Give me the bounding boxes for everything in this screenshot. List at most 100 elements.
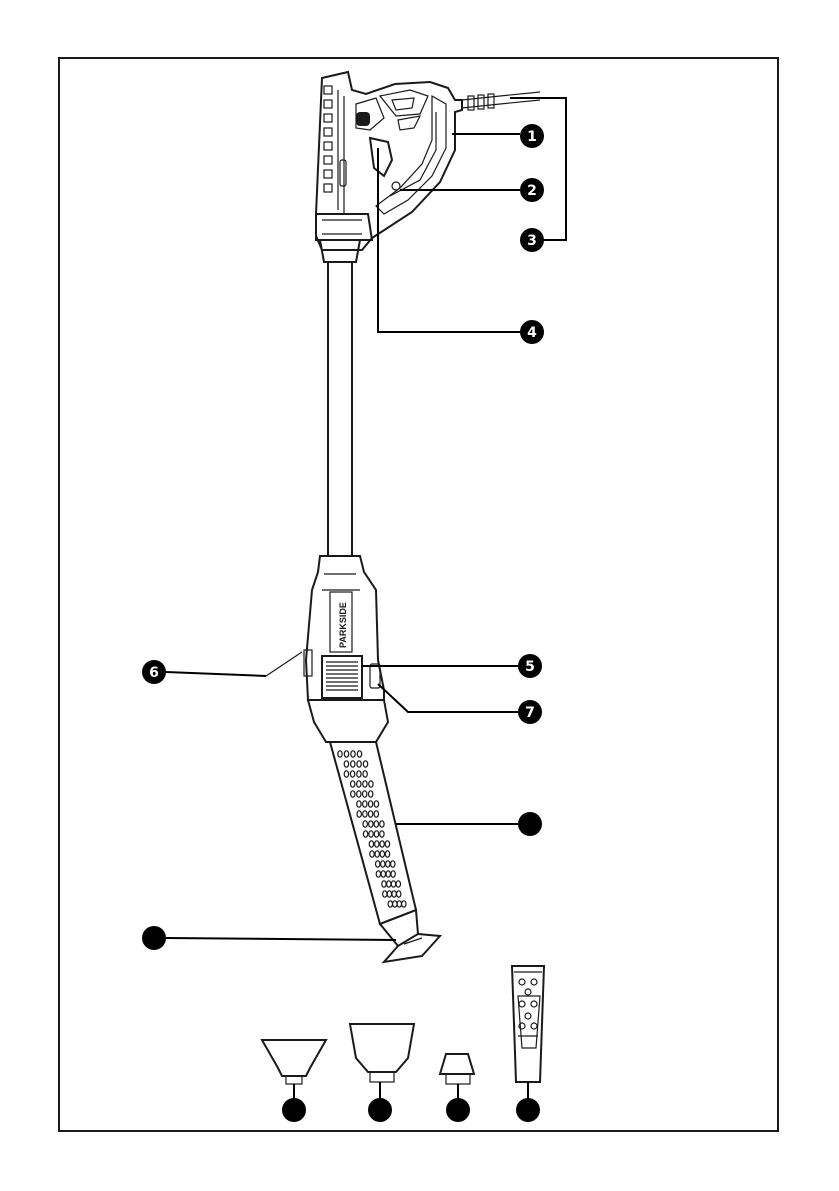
- nozzle-perforation: [385, 851, 389, 857]
- callout-12: [446, 1098, 470, 1122]
- nozzle-perforation: [357, 791, 361, 797]
- perforated-nozzle: [330, 742, 440, 962]
- nozzle-perforation: [363, 831, 367, 837]
- leader-4: [378, 148, 520, 332]
- nozzle-perforation: [386, 861, 390, 867]
- callout-1: 1: [520, 124, 544, 148]
- nozzle-perforation: [396, 881, 400, 887]
- nozzle-perforation: [357, 751, 361, 757]
- nozzle-perforation: [357, 771, 361, 777]
- reflector-nozzle: [350, 1024, 414, 1072]
- nozzle-perforation: [374, 831, 378, 837]
- nozzle-perforation: [392, 891, 396, 897]
- head-housing: PARKSIDE: [266, 556, 388, 742]
- nozzle-perforation: [388, 901, 392, 907]
- nozzle-perforation: [369, 781, 373, 787]
- nozzle-perforation: [380, 831, 384, 837]
- nozzle-perforation: [344, 751, 348, 757]
- attachments: [262, 966, 544, 1084]
- nozzle-perforation: [385, 841, 389, 847]
- nozzle-perforation: [338, 751, 342, 757]
- nozzle-perforation: [363, 781, 367, 787]
- nozzle-perforation: [376, 861, 380, 867]
- nozzle-perforation: [363, 821, 367, 827]
- nozzle-perforation: [369, 831, 373, 837]
- extension-tube: [324, 262, 356, 556]
- nozzle-perforation: [357, 811, 361, 817]
- nozzle-perforation: [369, 821, 373, 827]
- nozzle-perforation: [369, 841, 373, 847]
- nozzle-perforation: [380, 841, 384, 847]
- nozzle-perforation: [344, 771, 348, 777]
- callout-6-label: 6: [149, 665, 159, 681]
- nozzle-perforation: [363, 771, 367, 777]
- leader-6: [166, 672, 266, 676]
- nozzle-perforation: [370, 851, 374, 857]
- callout-3-label: 3: [527, 233, 537, 249]
- callout-13: [516, 1098, 540, 1122]
- callout-4-label: 4: [527, 325, 537, 341]
- nozzle-perforation: [357, 781, 361, 787]
- nozzle-perforation: [391, 871, 395, 877]
- leader-9: [166, 938, 396, 940]
- leader-lines: [166, 98, 566, 1098]
- nozzle-perforation: [363, 811, 367, 817]
- nozzle-perforation: [387, 881, 391, 887]
- nozzle-perforation: [350, 771, 354, 777]
- nozzle-perforation: [363, 791, 367, 797]
- brand-logo: PARKSIDE: [338, 602, 348, 648]
- nozzle-perforation: [374, 821, 378, 827]
- nozzle-perforation: [368, 801, 372, 807]
- callout-10: [282, 1098, 306, 1122]
- nozzle-perforation: [363, 801, 367, 807]
- nozzle-perforation: [387, 891, 391, 897]
- nozzle-perforation: [391, 861, 395, 867]
- callout-2-label: 2: [527, 183, 537, 199]
- callout-11: [368, 1098, 392, 1122]
- callout-5: 5: [518, 654, 542, 678]
- nozzle-perforation: [397, 891, 401, 897]
- nozzle-perforation: [374, 801, 378, 807]
- nozzle-perforation: [351, 761, 355, 767]
- nozzle-perforation: [351, 791, 355, 797]
- nozzle-perforation: [380, 851, 384, 857]
- nozzle-perforation: [397, 901, 401, 907]
- nozzle-perforation: [344, 761, 348, 767]
- nozzle-perforation: [357, 761, 361, 767]
- nozzle-perforation: [383, 891, 387, 897]
- nozzle-perforation: [380, 821, 384, 827]
- callout-8: [518, 812, 542, 836]
- callout-3: 3: [520, 228, 544, 252]
- callout-2: 2: [520, 178, 544, 202]
- leader-7: [378, 684, 518, 712]
- nozzle-perforation: [351, 751, 355, 757]
- nozzle-perforation: [381, 861, 385, 867]
- nozzle-perforation: [376, 871, 380, 877]
- scraper-attachment: [512, 966, 544, 1082]
- nozzle-perforation: [363, 761, 367, 767]
- nozzle-perforation: [381, 871, 385, 877]
- nozzle-perforation: [391, 881, 395, 887]
- callout-7: 7: [518, 700, 542, 724]
- nozzle-perforation: [374, 811, 378, 817]
- callout-9: [142, 926, 166, 950]
- callout-7-label: 7: [525, 705, 535, 721]
- nozzle-perforation: [375, 851, 379, 857]
- callout-4: 4: [520, 320, 544, 344]
- nozzle-perforation: [368, 811, 372, 817]
- nozzle-perforation: [402, 901, 406, 907]
- callout-5-label: 5: [525, 659, 535, 675]
- nozzle-perforation: [369, 791, 373, 797]
- callout-6: 6: [142, 660, 166, 684]
- nozzle-perforation: [382, 881, 386, 887]
- leader-3: [510, 98, 566, 240]
- reduction-nozzle: [440, 1054, 474, 1074]
- nozzle-perforation: [357, 801, 361, 807]
- nozzle-perforation: [386, 871, 390, 877]
- nozzle-perforation: [351, 781, 355, 787]
- callout-1-label: 1: [527, 129, 537, 145]
- wide-flat-nozzle: [262, 1040, 326, 1076]
- nozzle-perforation: [375, 841, 379, 847]
- handle: [316, 72, 540, 262]
